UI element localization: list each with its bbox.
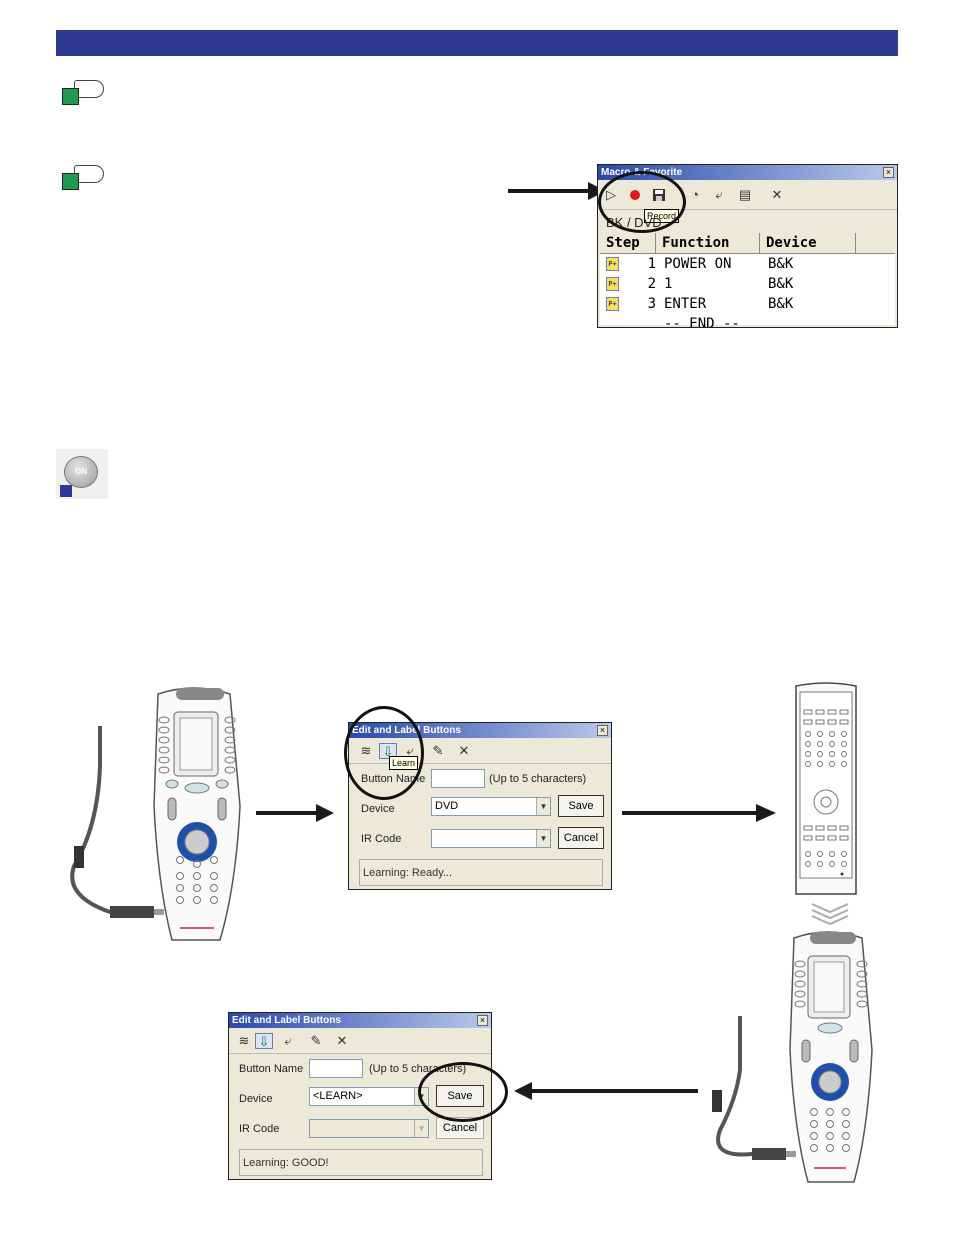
section-header-bar <box>56 30 898 56</box>
arrow-left-icon <box>514 1082 698 1100</box>
delete-icon[interactable]: ✕ <box>336 1033 348 1048</box>
insert-macro-icon[interactable]: ▤ <box>738 187 752 202</box>
wifi-signal-icon[interactable]: ≋ <box>238 1033 250 1048</box>
macro-step-table: Step Function Device P+ 1 POWER ON B&K P… <box>600 233 895 328</box>
delete-icon[interactable]: ✕ <box>771 187 783 202</box>
save-button[interactable]: Save <box>558 795 604 817</box>
on-button-icon: ON <box>56 449 108 499</box>
on-button-label: ON <box>64 456 98 488</box>
step-function: ENTER <box>664 296 707 312</box>
close-icon[interactable]: × <box>883 167 894 178</box>
column-header-step[interactable]: Step <box>600 233 656 253</box>
chevron-down-icon[interactable]: ▼ <box>414 1120 428 1137</box>
chevron-down-icon[interactable]: ▼ <box>536 830 550 847</box>
learn-icon[interactable]: ⇩ <box>255 1033 273 1049</box>
end-marker: -- END -- <box>664 316 740 328</box>
highlight-circle <box>344 706 424 800</box>
step-function: 1 <box>664 276 673 292</box>
step-function: POWER ON <box>664 256 732 272</box>
remote-control-icon <box>712 931 873 1183</box>
learning-status: Learning: GOOD! <box>239 1149 483 1176</box>
highlight-circle <box>598 171 686 233</box>
learning-status: Learning: Ready... <box>359 859 603 886</box>
dialog-title-bar: Edit and Label Buttons × <box>229 1013 491 1028</box>
ir-code-select[interactable]: ▼ <box>309 1119 429 1138</box>
delete-icon[interactable]: ✕ <box>458 743 470 758</box>
jump-icon[interactable]: ⤶ <box>715 187 723 202</box>
device-label: Device <box>361 803 395 815</box>
table-header: Step Function Device <box>600 233 895 254</box>
arrow-right-icon <box>508 182 606 200</box>
button-name-input[interactable] <box>309 1059 363 1078</box>
step-number: 3 <box>647 296 656 312</box>
device-select[interactable]: <LEARN> ▼ <box>309 1087 429 1106</box>
original-remote-icon <box>795 682 857 895</box>
step-device: B&K <box>768 276 794 292</box>
device-select-value: <LEARN> <box>313 1090 363 1102</box>
chevron-down-icon[interactable]: ▼ <box>536 798 550 815</box>
ir-step-icon: P+ <box>606 257 619 271</box>
arrow-right-icon <box>256 804 334 822</box>
step-number: 1 <box>647 256 656 272</box>
button-name-input[interactable] <box>431 769 485 788</box>
step-device: B&K <box>768 256 794 272</box>
end-marker-row: -- END -- <box>600 314 895 328</box>
close-icon[interactable]: × <box>477 1015 488 1026</box>
cancel-button[interactable]: Cancel <box>558 827 604 849</box>
button-name-label: Button Name <box>239 1063 304 1075</box>
jump-icon[interactable]: ⤶ <box>284 1033 292 1048</box>
column-header-function[interactable]: Function <box>656 233 760 253</box>
dialog-title: Edit and Label Buttons <box>232 1015 341 1026</box>
ir-code-select[interactable]: ▼ <box>431 829 551 848</box>
device-select-value: DVD <box>435 800 459 812</box>
ir-code-label: IR Code <box>239 1123 280 1135</box>
close-icon[interactable]: × <box>597 725 608 736</box>
arrow-right-icon <box>622 804 776 822</box>
table-row[interactable]: P+ 2 1 B&K <box>600 274 895 294</box>
step-number: 2 <box>647 276 656 292</box>
highlight-circle <box>418 1062 508 1122</box>
ir-step-icon: P+ <box>606 277 619 291</box>
ir-signal-icon <box>811 903 849 926</box>
device-select[interactable]: DVD ▼ <box>431 797 551 816</box>
device-label: Device <box>239 1093 273 1105</box>
ir-step-icon: P+ <box>606 297 619 311</box>
wait-clock-icon[interactable]: ◔ <box>691 187 699 202</box>
edit-label-icon[interactable]: ✎ <box>310 1033 322 1048</box>
step-marker-icon <box>62 165 104 193</box>
edit-label-icon[interactable]: ✎ <box>432 743 444 758</box>
table-row[interactable]: P+ 1 POWER ON B&K <box>600 254 895 274</box>
table-row[interactable]: P+ 3 ENTER B&K <box>600 294 895 314</box>
column-header-device[interactable]: Device <box>760 233 856 253</box>
cancel-button[interactable]: Cancel <box>436 1117 484 1139</box>
ir-code-label: IR Code <box>361 833 402 845</box>
button-name-hint: (Up to 5 characters) <box>489 773 587 785</box>
remote-control-icon <box>70 687 241 941</box>
step-device: B&K <box>768 296 794 312</box>
step-marker-icon <box>62 80 104 108</box>
